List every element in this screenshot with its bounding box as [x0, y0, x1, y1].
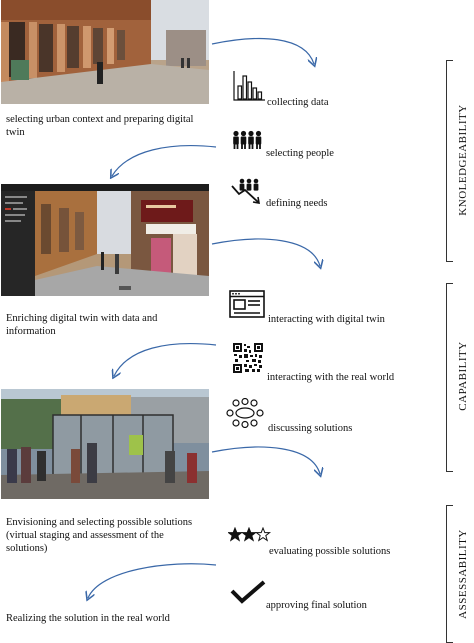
- people-trend-icon: [230, 178, 264, 204]
- phase-label-assessability: ASSESSABILITY: [457, 529, 469, 619]
- phase-bracket-capability: [446, 283, 453, 472]
- browser-window-icon: [229, 290, 265, 318]
- arrow-right-3: [211, 446, 320, 474]
- arrow-left-3: [88, 563, 217, 598]
- step-label-discussing-solutions: discussing solutions: [268, 423, 353, 434]
- stage-1-caption: selecting urban context and preparing di…: [6, 114, 194, 138]
- people-group-icon: [231, 130, 263, 150]
- star-empty: [254, 527, 272, 542]
- urban-context-photo: [1, 0, 209, 104]
- step-label-evaluating-solutions: evaluating possible solutions: [269, 546, 391, 557]
- phase-label-knowledgeability: KNOLEDGEABILITY: [457, 104, 469, 216]
- stage-3-caption: Envisioning and selecting possible solut…: [6, 517, 193, 554]
- check-mark-icon: [230, 580, 266, 604]
- stage-4-caption: Realizing the solution in the real world: [6, 613, 170, 624]
- arrow-left-2: [114, 343, 217, 376]
- stage-2-caption: Enriching digital twin with data and inf…: [6, 313, 158, 337]
- step-label-selecting-people: selecting people: [266, 148, 334, 159]
- arrow-right-2: [211, 238, 320, 266]
- star-rating-icon: [228, 527, 272, 543]
- star-filled: [240, 527, 258, 542]
- phase-label-capability: CAPABILITY: [457, 341, 469, 411]
- bar-chart-icon: [232, 70, 266, 102]
- arrow-right-1: [211, 37, 314, 64]
- virtual-staging-photo: [1, 389, 209, 499]
- step-label-approving-solution: approving final solution: [266, 600, 367, 611]
- digital-twin-photo: [1, 184, 209, 296]
- step-label-interacting-digital-twin: interacting with digital twin: [268, 314, 385, 325]
- step-label-interacting-real-world: interacting with the real world: [267, 372, 395, 383]
- step-label-defining-needs: defining needs: [266, 198, 328, 209]
- qr-code-icon: [233, 343, 263, 373]
- phase-bracket-assessability: [446, 505, 453, 643]
- meeting-table-icon: [226, 398, 264, 428]
- phase-bracket-knowledgeability: [446, 60, 453, 262]
- step-label-collecting-data: collecting data: [267, 97, 329, 108]
- arrow-left-1: [112, 144, 217, 176]
- star-filled: [228, 527, 244, 542]
